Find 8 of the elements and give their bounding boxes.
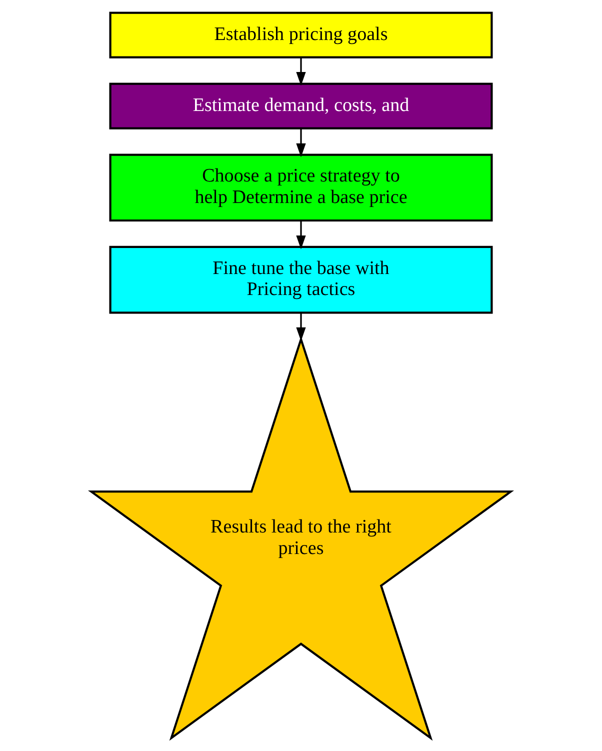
- node-box: Establish pricing goals: [109, 12, 493, 58]
- node-box: Fine tune the base with Pricing tactics: [109, 246, 493, 314]
- arrow: [296, 128, 306, 158]
- arrow: [296, 312, 306, 342]
- arrow: [296, 58, 306, 86]
- arrow: [296, 220, 306, 250]
- node-box: Choose a price strategy to help Determine a base price: [109, 154, 493, 222]
- node-box: Estimate demand, costs, and: [109, 82, 493, 130]
